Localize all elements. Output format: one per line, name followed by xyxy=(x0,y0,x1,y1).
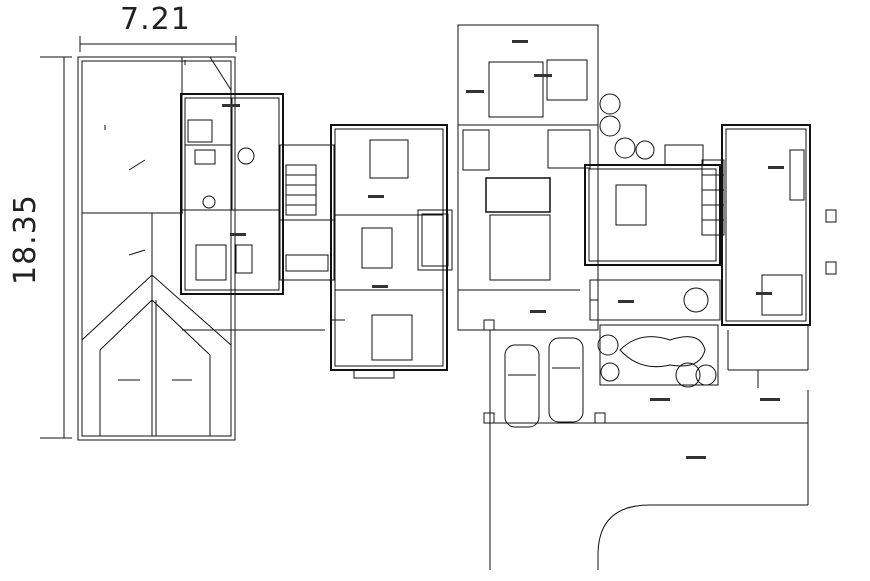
first-floor-plan xyxy=(180,93,453,379)
width-dimension-label: 7.21 xyxy=(120,2,191,37)
width-dimension-line xyxy=(79,36,237,52)
car-parking xyxy=(483,319,808,570)
roof-plan xyxy=(77,56,236,441)
ground-floor-plan xyxy=(457,24,837,388)
height-dimension-line xyxy=(40,56,72,439)
driveway-outline xyxy=(597,390,809,570)
plants-and-trees xyxy=(597,93,717,388)
